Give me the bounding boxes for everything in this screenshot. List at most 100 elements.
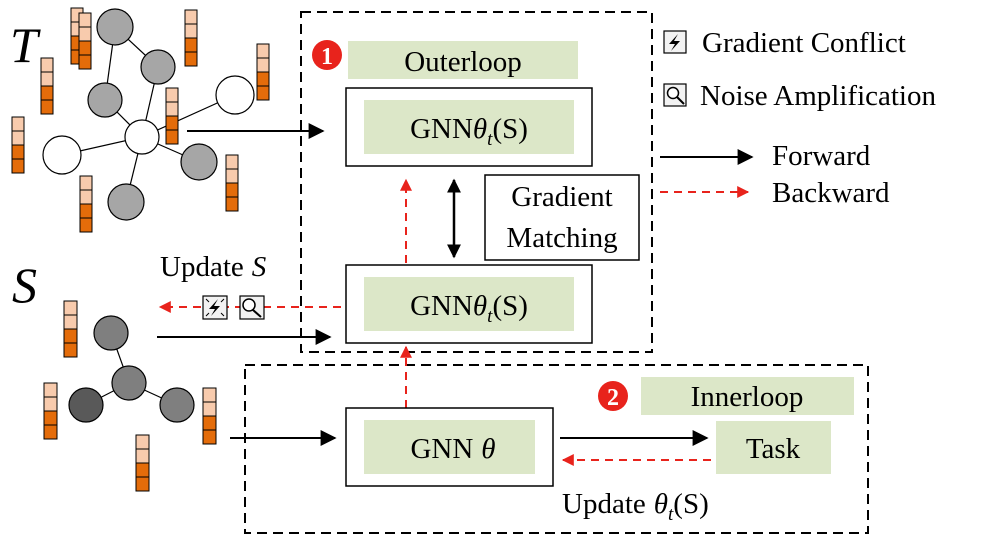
feature-vector (225, 154, 239, 212)
feature-vector (40, 57, 54, 115)
graph-node (215, 75, 255, 115)
outer-loop-title-box (348, 41, 578, 79)
feature-cell (202, 415, 217, 431)
feature-cell (225, 168, 239, 184)
graph-node (124, 119, 160, 155)
legend-forward: Forward (772, 140, 871, 172)
feature-vector (78, 12, 92, 70)
outer-loop-title: Outerloop (404, 46, 522, 78)
feature-cell (165, 101, 179, 117)
graph-s-features (43, 300, 217, 492)
theta-symbol: θ (481, 433, 495, 465)
graph-node (96, 8, 134, 46)
feature-cell (43, 424, 58, 440)
feature-vector (63, 300, 78, 358)
feature-cell (11, 130, 25, 146)
graph-node (111, 365, 147, 401)
feature-cell (79, 175, 93, 191)
graph-s-nodes (68, 315, 195, 423)
feature-cell (184, 37, 198, 53)
feature-cell (135, 476, 150, 492)
feature-cell (165, 87, 179, 103)
badge-number: 1 (321, 44, 333, 70)
feature-cell (184, 23, 198, 39)
lightning-icon (663, 30, 687, 54)
inner-loop-title-box (641, 377, 854, 415)
feature-cell (165, 129, 179, 145)
feature-cell (256, 57, 270, 73)
badge-number: 2 (607, 385, 619, 411)
gnn-arg: (S) (492, 290, 527, 322)
graph-t-nodes (42, 8, 255, 221)
feature-cell (43, 382, 58, 398)
feature-cell (202, 401, 217, 417)
feature-vector (202, 387, 217, 445)
feature-cell (256, 43, 270, 59)
feature-cell (256, 71, 270, 87)
feature-cell (184, 9, 198, 25)
badge-circle (598, 381, 628, 411)
gnn-target-label: GNNθt(S) (410, 113, 528, 150)
graph-s: S (12, 257, 217, 492)
feature-cell (78, 40, 92, 56)
feature-cell (256, 85, 270, 101)
graph-node (42, 135, 82, 175)
theta-subscript: t (487, 129, 493, 150)
gradient-matching-box (484, 174, 640, 261)
graph-node (140, 49, 176, 85)
theta-subscript: t (668, 504, 674, 525)
feature-vector (43, 382, 58, 440)
graph-t: T (10, 7, 270, 233)
graph-node (93, 315, 129, 351)
task-box (716, 421, 831, 474)
legend-gradient-conflict: Gradient Conflict (702, 27, 906, 59)
inner-loop-badge: 2 (598, 381, 628, 411)
graph-node (159, 387, 195, 423)
feature-cell (202, 429, 217, 445)
graph-node (107, 183, 145, 221)
feature-cell (43, 410, 58, 426)
legend: Gradient Conflict Noise Amplification Fo… (660, 27, 936, 209)
gnn-synthetic-label: GNNθt(S) (410, 290, 528, 327)
feature-vector (256, 43, 270, 101)
inner-loop-region (244, 364, 869, 534)
feature-cell (225, 154, 239, 170)
feature-cell (135, 434, 150, 450)
feature-cell (78, 26, 92, 42)
update-theta-text: Update (562, 488, 646, 520)
feature-cell (135, 462, 150, 478)
theta-symbol: θ (654, 488, 668, 520)
outer-loop-region (300, 11, 653, 353)
theta-symbol: θ (473, 290, 487, 322)
update-theta-arg: (S) (673, 488, 708, 520)
feature-cell (165, 115, 179, 131)
gradient-matching-line1: Gradient (511, 181, 612, 213)
gnn-prefix: GNN (410, 433, 473, 465)
feature-vector (79, 175, 93, 233)
gnn-prefix: GNN (410, 290, 473, 322)
feature-cell (11, 158, 25, 174)
feature-cell (202, 387, 217, 403)
outer-loop-badge: 1 (312, 40, 342, 70)
gnn-inner-fill (364, 420, 535, 474)
feature-cell (225, 196, 239, 212)
feature-cell (43, 396, 58, 412)
legend-backward: Backward (772, 177, 890, 209)
graph-t-label: T (10, 17, 41, 73)
theta-subscript: t (487, 306, 493, 327)
feature-cell (79, 189, 93, 205)
feature-cell (11, 144, 25, 160)
legend-noise-amplification: Noise Amplification (700, 80, 936, 112)
feature-cell (78, 54, 92, 70)
feature-vector (165, 87, 179, 145)
feature-cell (63, 314, 78, 330)
theta-symbol: θ (473, 113, 487, 145)
feature-vector (11, 116, 25, 174)
badge-circle (312, 40, 342, 70)
feature-cell (63, 300, 78, 316)
feature-cell (184, 51, 198, 67)
